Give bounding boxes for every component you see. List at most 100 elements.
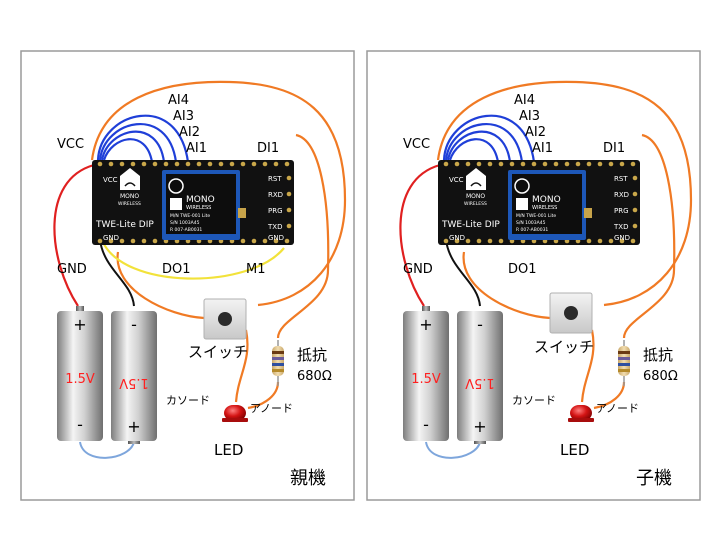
chip-serial: S/N 1003A45 [170,220,200,226]
pin-label-rst: RST [614,175,628,183]
label-resistor: 抵抗 [643,346,673,364]
board-name: TWE-Lite DIP [441,220,500,230]
wire-lightblue-battery-link [425,441,481,459]
label-anode: アノード [596,402,639,415]
pin-label-prg: PRG [614,207,629,215]
wire-orange-vcc-top [436,80,693,307]
chip-serial: S/N 1003A45 [516,220,546,226]
board-brand-top: MONO [466,193,485,200]
wire-orange-switch-led [580,329,595,403]
label-vcc: VCC [403,137,430,152]
label-vcc: VCC [57,137,84,152]
wire-blue-ai4 [442,114,536,163]
label-cathode: カソード [166,394,210,407]
label-resistor-value: 680Ω [643,369,678,384]
wire-blue-ai2 [100,130,166,163]
board-name: TWE-Lite DIP [95,220,154,230]
wire-blue-ai4 [96,114,190,163]
battery-2-plus: + [473,417,486,436]
label-switch: スイッチ [188,343,248,361]
qr-code-icon [170,198,182,210]
chip-code: R 007-AB0031 [516,227,548,233]
mono-wireless-logo: MONO WIRELESS [118,168,141,207]
label-switch: スイッチ [534,338,594,356]
label-do1: DO1 [162,262,191,277]
wire-black-gnd-battery [445,239,481,307]
label-ai1: AI1 [532,141,553,156]
wire-orange-resistor-di1 [276,133,330,339]
chip-model: M/N TWE-001 Lite [170,213,210,219]
resistor [618,340,630,386]
pin-row-top [97,161,290,167]
label-ai3: AI3 [519,109,540,124]
chip-brand-sub: WIRELESS [186,205,211,211]
label-led: LED [214,441,243,459]
wire-red-vcc-battery [53,163,95,307]
wire-blue-ai2 [446,130,512,163]
pin-label-txd: TXD [613,223,628,231]
chip-code: R 007-AB0031 [170,227,202,233]
chip-brand: MONO [186,195,215,205]
pin-label-vcc: VCC [103,176,118,184]
battery-2-plus: + [127,417,140,436]
wire-blue-ai1 [102,138,154,163]
wire-black-gnd-battery [99,239,135,307]
pin-label-rxd: RXD [614,191,629,199]
twe-lite-dip-board: MONO WIRELESS TWE-Lite DIP VCC GND RST R… [92,160,294,245]
label-led: LED [560,441,589,459]
battery-2-minus: - [477,315,483,334]
pin-col-right [286,175,292,229]
label-gnd: GND [403,262,433,277]
push-switch [549,292,593,334]
wire-orange-switch-led [234,329,249,403]
wire-lightblue-battery-link [79,441,135,459]
wire-orange-do1-switch [462,251,551,320]
pin-label-rst: RST [268,175,282,183]
fcc-mark-icon [168,178,184,194]
panel-parent: MONO WIRELESS TWE-Lite DIP VCC GND RST R… [20,50,355,501]
label-resistor-value: 680Ω [297,369,332,384]
led [568,405,594,422]
wire-orange-resistor-di1 [622,133,676,339]
board-brand-bottom: WIRELESS [464,201,487,207]
label-ai4: AI4 [514,93,535,108]
push-switch [203,298,247,340]
battery-2: - 1.5V + [457,311,503,444]
battery-1-plus: + [73,315,86,334]
pin-row-top [443,161,636,167]
board-brand-top: MONO [120,193,139,200]
panel-child: MONO WIRELESS TWE-Lite DIP VCC GND RST R… [366,50,701,501]
chip-brand: MONO [532,195,561,205]
wire-blue-ai3 [98,122,178,163]
label-cathode: カソード [512,394,556,407]
battery-1-plus: + [419,315,432,334]
led [222,405,248,422]
battery-2-label: 1.5V [119,375,149,390]
label-m1: M1 [246,262,266,277]
label-ai3: AI3 [173,109,194,124]
pin-label-gnd-right: GND [268,234,284,242]
battery-2-label: 1.5V [465,375,495,390]
label-gnd: GND [57,262,87,277]
panel-title: 親機 [290,468,326,489]
battery-1-minus: - [77,415,83,434]
wire-red-vcc-battery [399,163,441,307]
battery-1-minus: - [423,415,429,434]
wire-orange-vcc-top [90,80,347,307]
label-ai1: AI1 [186,141,207,156]
label-ai2: AI2 [525,125,546,140]
wire-blue-ai1 [448,138,500,163]
radio-module: MONO WIRELESS M/N TWE-001 Lite S/N 1003A… [508,170,592,240]
pin-col-right [632,175,638,229]
battery-1-label: 1.5V [411,372,441,387]
label-ai4: AI4 [168,93,189,108]
wire-orange-do1-switch [116,251,205,320]
chip-model: M/N TWE-001 Lite [516,213,556,219]
resistor [272,340,284,386]
pin-label-gnd: GND [449,234,465,242]
wire-yellow-gnd-m1 [100,239,285,280]
pin-label-rxd: RXD [268,191,283,199]
pin-label-gnd: GND [103,234,119,242]
qr-code-icon [516,198,528,210]
